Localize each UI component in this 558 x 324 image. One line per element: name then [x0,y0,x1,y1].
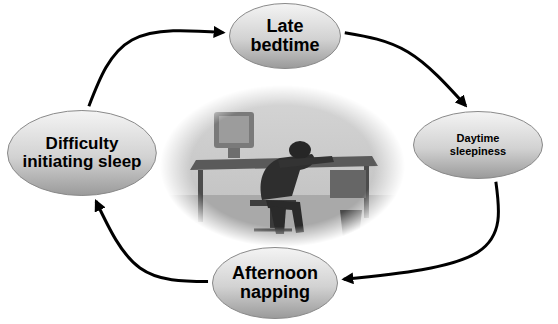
monitor [214,112,254,148]
node-label: Daytime sleepiness [442,132,514,157]
node-label: Afternoon napping [225,264,325,302]
node-text-group: Afternoon napping [225,264,325,302]
node-text-group: Daytime sleepiness [442,132,514,157]
monitor-screen [219,116,249,143]
node-text-group: Late bedtime [243,17,327,55]
cycle-arrow [96,201,208,281]
node-text-group: Difficulty initiating sleep [14,135,150,171]
cycle-ellipse: Difficulty initiating sleep [7,110,157,196]
desk-leg [198,170,203,222]
desk-drawer [330,170,366,198]
chair-base [254,229,292,232]
node-label: Late bedtime [243,17,327,55]
person-leg [266,200,304,233]
cycle-arrow [344,182,499,280]
node-label: Difficulty initiating sleep [14,135,150,171]
photo [160,85,405,247]
ellipse-shape [8,111,157,196]
cycle-arrow [89,31,223,107]
person-leg [270,206,286,234]
monitor-stand [228,148,240,158]
ellipse-shape [230,4,341,69]
person-arm [278,156,334,168]
cycle-arrow [345,33,466,106]
cycle-ellipse: Daytime sleepiness [413,111,543,179]
photo-wall [160,85,405,247]
person-head [289,141,311,159]
waste-bin [340,210,362,238]
cycle-ellipse: Late bedtime [229,3,341,69]
cycle-ellipse: Afternoon napping [212,247,338,319]
ellipse-shape [213,248,338,319]
ellipse-shape [414,112,543,179]
